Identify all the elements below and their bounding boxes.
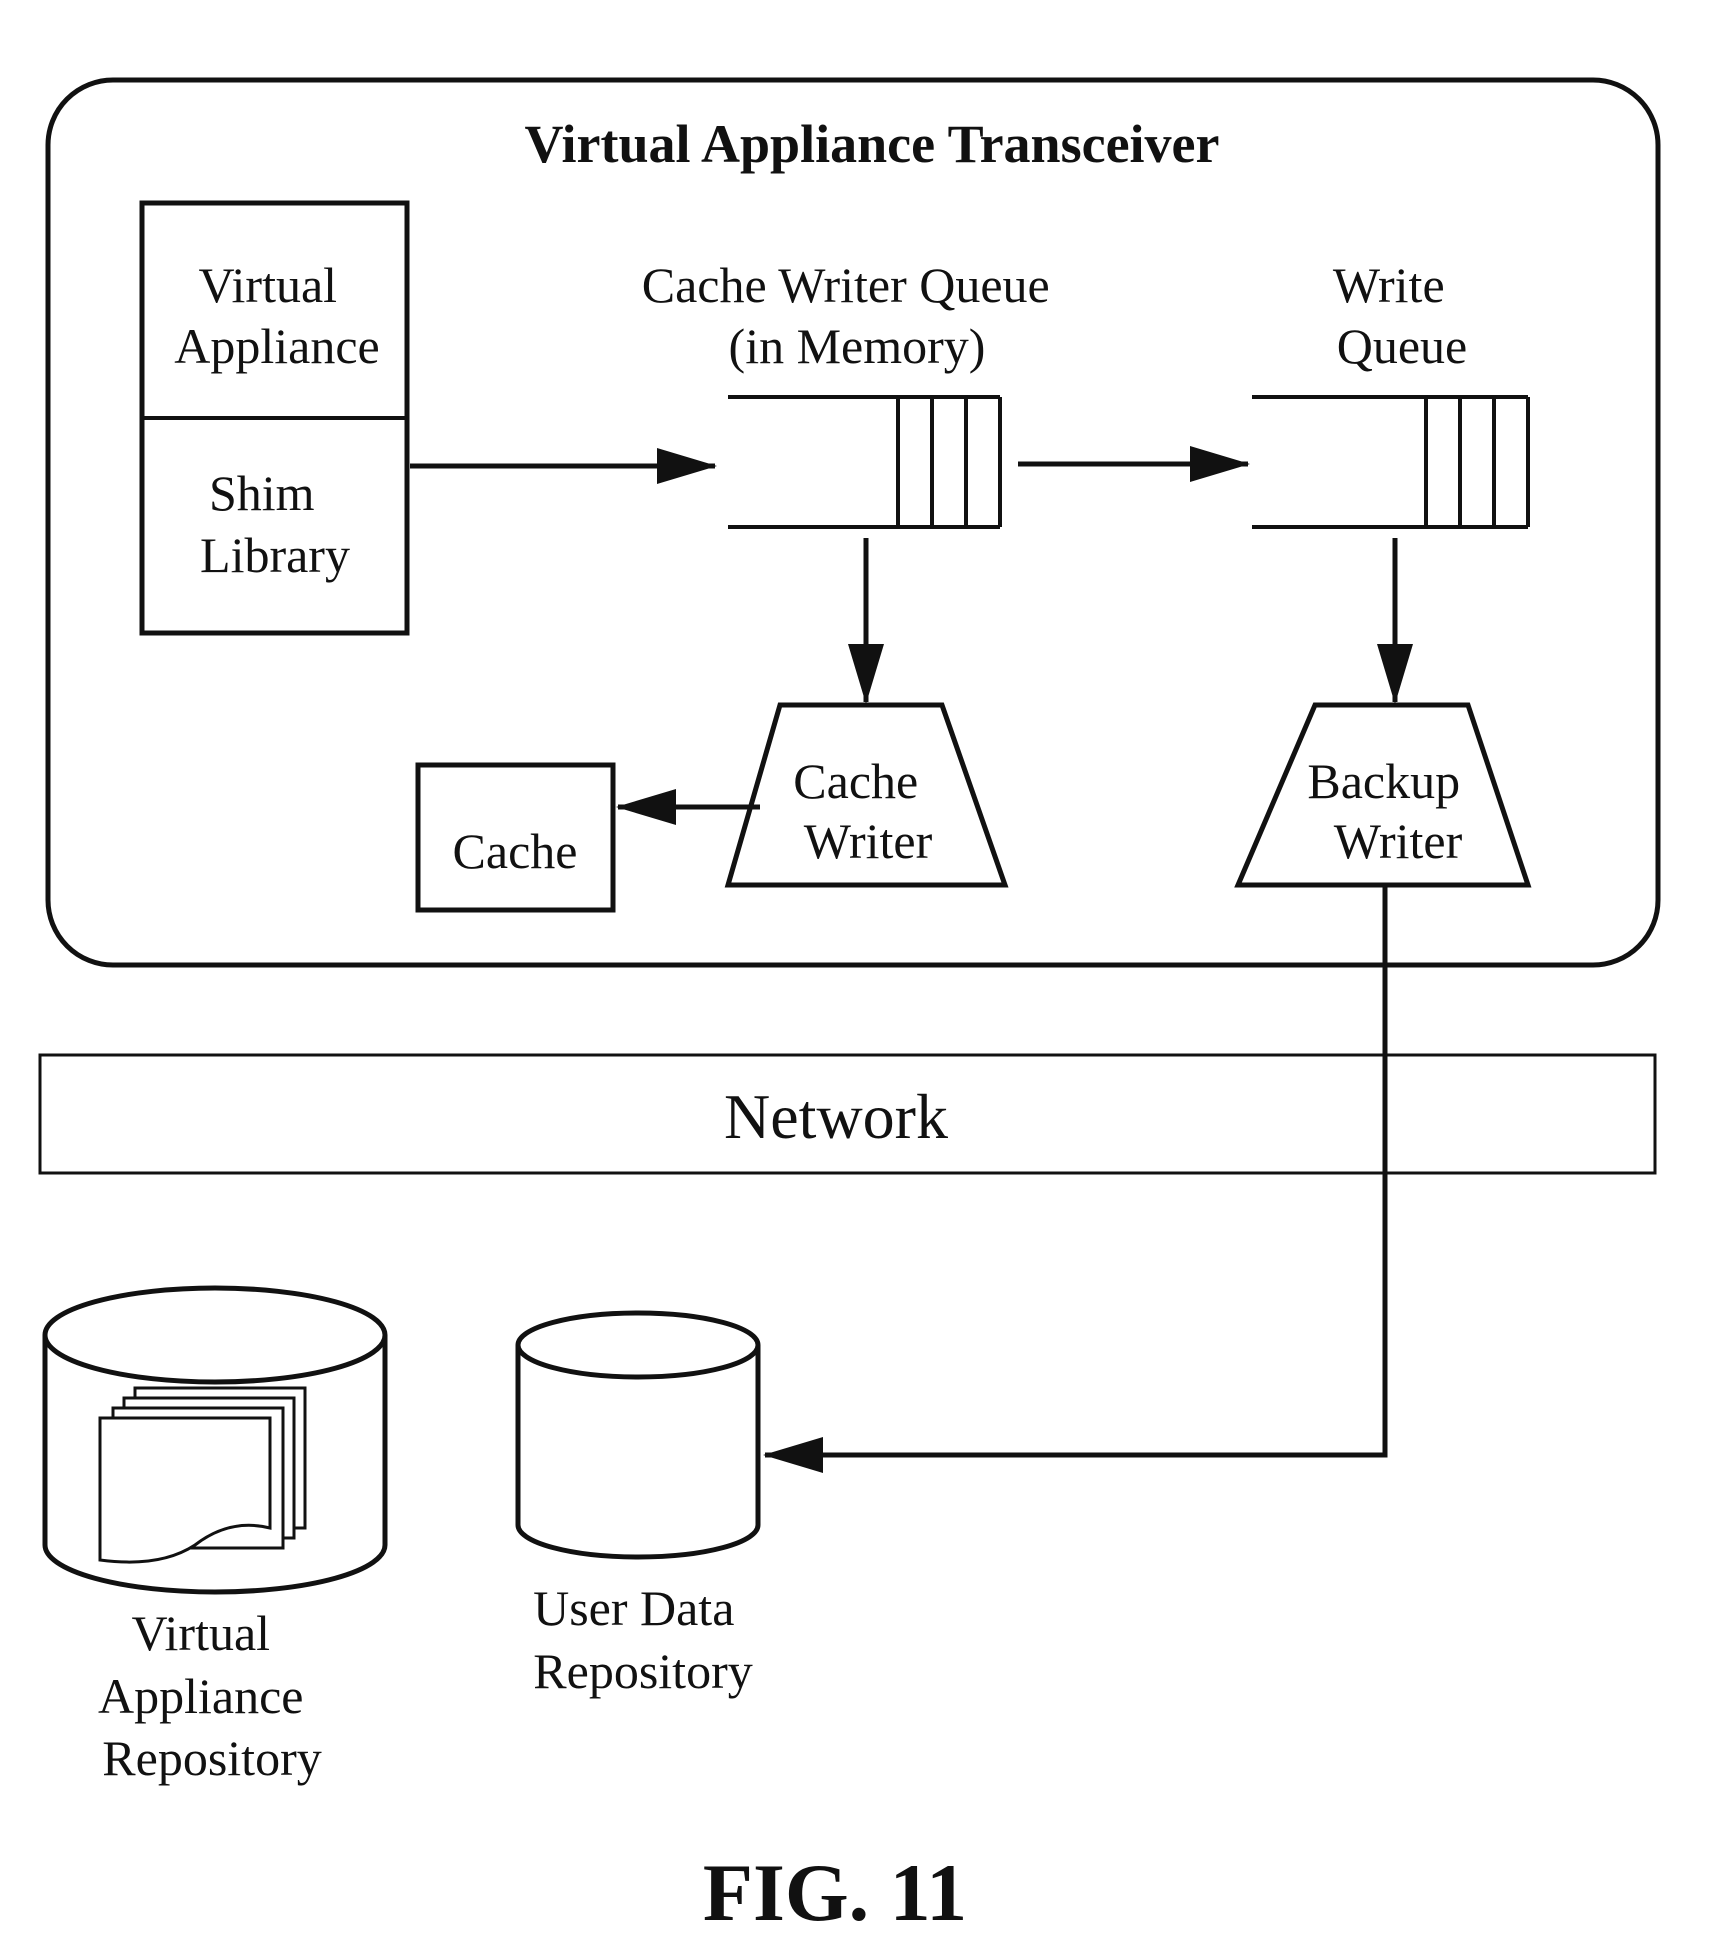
- cache-writer-label: Cache Writer: [793, 753, 932, 869]
- user-data-repository-label: User Data Repository: [533, 1580, 753, 1699]
- cache-writer-queue-label: Cache Writer Queue (in Memory): [642, 257, 1062, 374]
- transceiver-title: Virtual Appliance Transceiver: [525, 114, 1220, 174]
- backup-writer-label: Backup Writer: [1307, 753, 1472, 869]
- virtual-appliance-label: Virtual Appliance: [174, 257, 379, 374]
- network-label: Network: [724, 1081, 948, 1152]
- shim-library-label: Shim Library: [200, 465, 350, 583]
- user-data-repository: [518, 1313, 758, 1557]
- write-queue: [1252, 397, 1528, 527]
- cache-writer-queue: [728, 397, 1000, 527]
- documents-icon: [100, 1388, 305, 1562]
- write-queue-label: Write Queue: [1333, 257, 1467, 374]
- virtual-appliance-repository: [45, 1288, 385, 1592]
- virtual-appliance-repository-label: Virtual Appliance Repository: [98, 1605, 322, 1786]
- cache-label: Cache: [453, 823, 578, 879]
- figure-label: FIG. 11: [703, 1847, 967, 1938]
